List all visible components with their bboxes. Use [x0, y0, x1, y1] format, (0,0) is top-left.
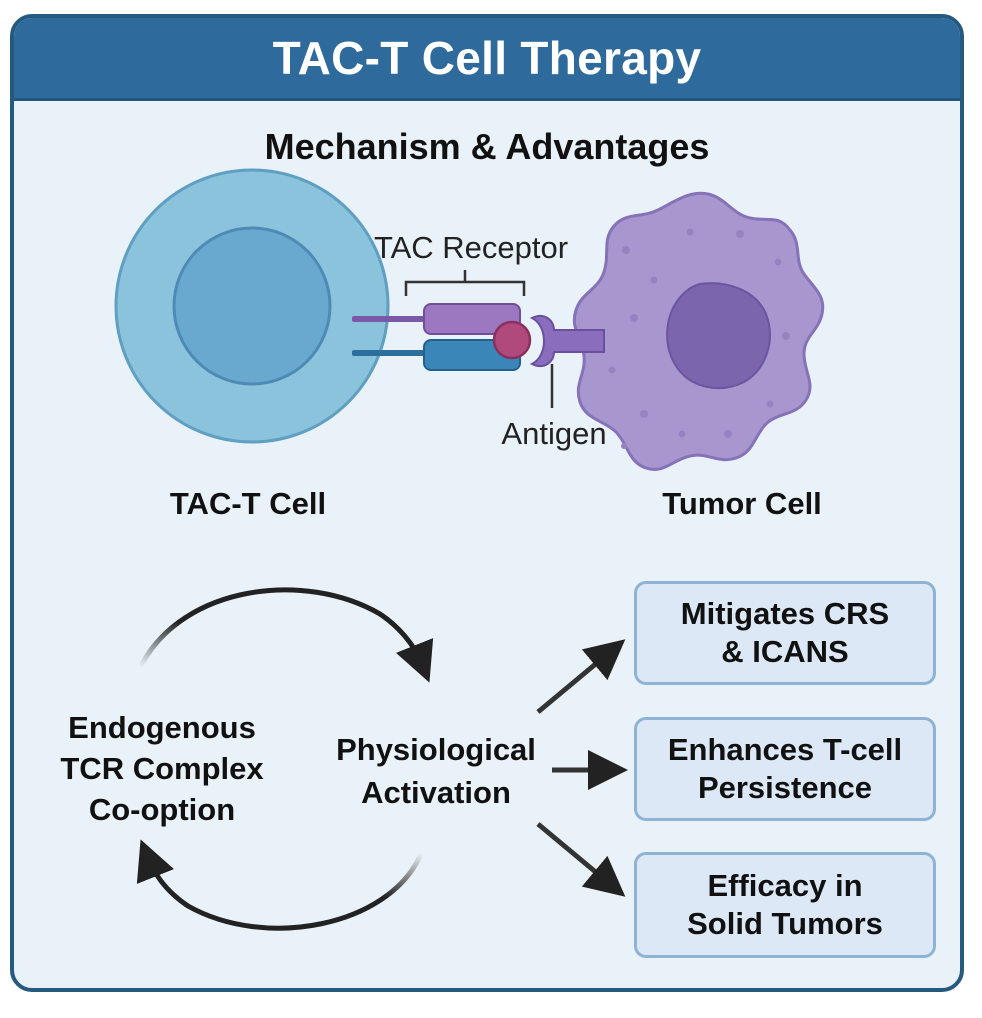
- title-banner: TAC-T Cell Therapy: [14, 18, 960, 101]
- antigen-label: Antigen: [501, 416, 606, 451]
- tumor-cell-label: Tumor Cell: [662, 486, 822, 521]
- arrow-to-crs: [536, 639, 626, 714]
- receptor-label: TAC Receptor: [374, 230, 568, 265]
- arrow-to-efficacy: [536, 822, 626, 897]
- tac-t-cell: [114, 168, 390, 444]
- benefit-box-crs: Mitigates CRS & ICANS: [634, 581, 936, 685]
- tumor-cell: [572, 191, 825, 471]
- mechanism-illustration: TAC Receptor Antigen TAC-T Cell Tumor Ce…: [60, 168, 825, 931]
- page-title: TAC-T Cell Therapy: [272, 32, 702, 84]
- t-cell-label: TAC-T Cell: [170, 486, 326, 521]
- tac-receptor: [352, 303, 521, 371]
- cycle-arrow-bottom: [136, 839, 423, 931]
- benefit-box-persistence: Enhances T-cell Persistence: [634, 717, 936, 821]
- subtitle: Mechanism & Advantages: [264, 126, 710, 167]
- cycle-arrow-top: [139, 587, 434, 683]
- diagram-frame: TAC-T Cell Therapy Mechanism & Advantage…: [10, 14, 964, 992]
- antigen: [492, 314, 605, 408]
- receptor-bracket: [404, 270, 526, 296]
- benefit-box-efficacy: Efficacy in Solid Tumors: [634, 852, 936, 958]
